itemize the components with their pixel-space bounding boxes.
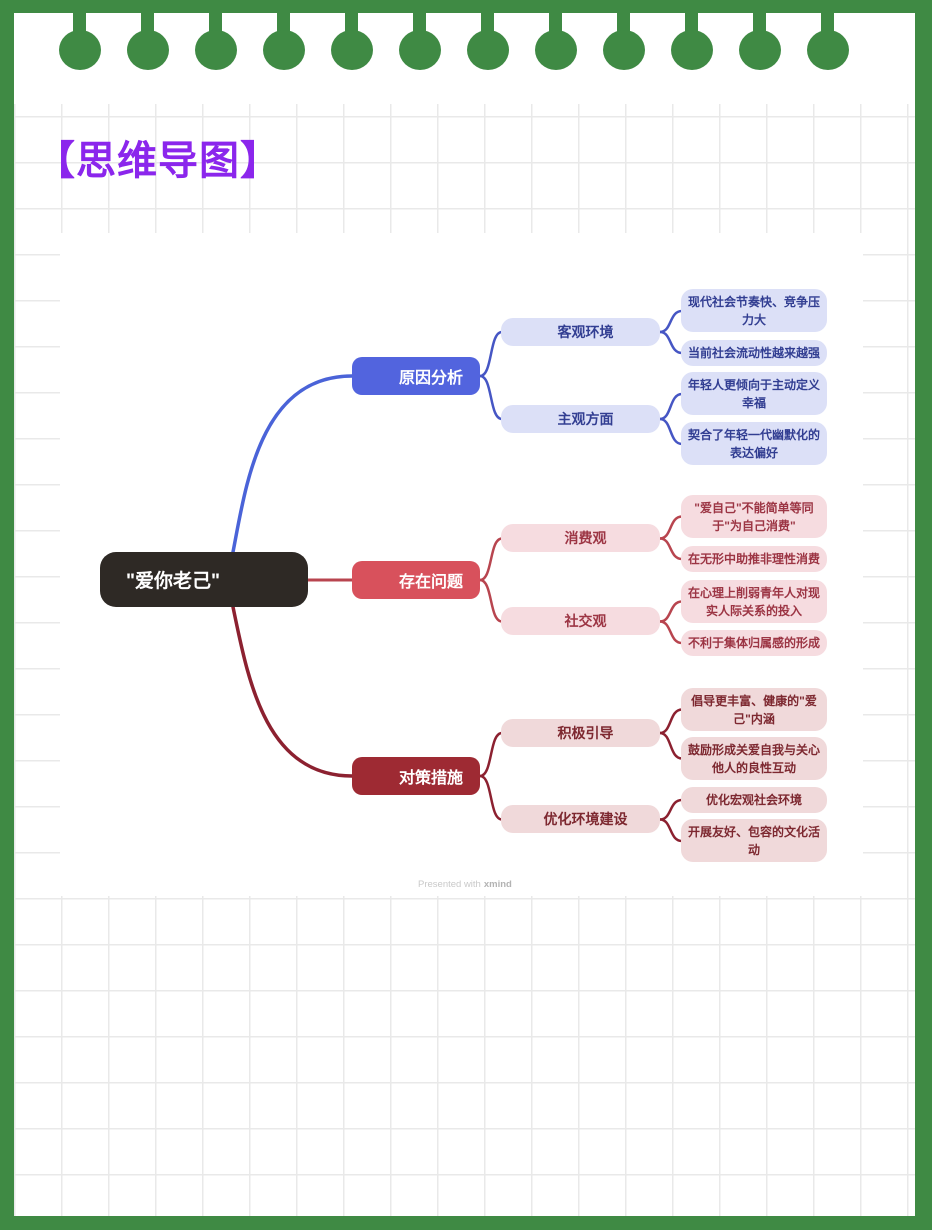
- notebook-border-top: [0, 0, 932, 13]
- branch3-leaf2-node: 鼓励形成关爱自我与关心他人的良性互动: [681, 737, 827, 780]
- branch1-leaf3-node: 年轻人更倾向于主动定义幸福: [681, 372, 827, 415]
- branch2-sub1-node: 消费观: [501, 524, 660, 552]
- mindmap-canvas: "爱你老己" 原因分析 客观环境 主观方面 现代社会节奏快、竞争压力大 当前社会…: [60, 233, 863, 896]
- branch1-sub1-node: 客观环境: [501, 318, 660, 346]
- branch1-leaf2-node: 当前社会流动性越来越强: [681, 340, 827, 366]
- branch2-sub2-node: 社交观: [501, 607, 660, 635]
- notebook-border-bottom: [0, 1216, 932, 1230]
- binder-ring-icon: [127, 11, 169, 75]
- watermark-brand: xmind: [483, 879, 512, 890]
- central-topic-node: "爱你老己": [100, 552, 308, 607]
- binder-ring-icon: [467, 11, 509, 75]
- branch2-leaf2-node: 在无形中助推非理性消费: [681, 546, 827, 572]
- binder-ring-icon: [59, 11, 101, 75]
- branch3-leaf4-node: 开展友好、包容的文化活动: [681, 819, 827, 862]
- branch3-sub2-node: 优化环境建设: [501, 805, 660, 833]
- notebook-border-right: [915, 0, 932, 1230]
- connector-lines: [231, 309, 684, 843]
- binder-rings: [0, 11, 932, 83]
- binder-ring-icon: [195, 11, 237, 75]
- branch2-leaf4-node: 不利于集体归属感的形成: [681, 630, 827, 656]
- binder-ring-icon: [807, 11, 849, 75]
- binder-ring-icon: [671, 11, 713, 75]
- notebook-border-left: [0, 0, 14, 1230]
- binder-ring-icon: [399, 11, 441, 75]
- binder-ring-icon: [535, 11, 577, 75]
- binder-ring-icon: [331, 11, 373, 75]
- branch2-leaf1-node: "爱自己"不能简单等同于"为自己消费": [681, 495, 827, 538]
- branch1-leaf1-node: 现代社会节奏快、竞争压力大: [681, 289, 827, 332]
- branch3-leaf1-node: 倡导更丰富、健康的"爱己"内涵: [681, 688, 827, 731]
- watermark-prefix: Presented with: [418, 879, 481, 890]
- branch1-sub2-node: 主观方面: [501, 405, 660, 433]
- branch2-leaf3-node: 在心理上削弱青年人对现实人际关系的投入: [681, 580, 827, 623]
- page-title: 【思维导图】: [35, 139, 281, 183]
- branch3-node: 对策措施: [352, 757, 480, 795]
- branch3-sub1-node: 积极引导: [501, 719, 660, 747]
- branch1-leaf4-node: 契合了年轻一代幽默化的表达偏好: [681, 422, 827, 465]
- binder-ring-icon: [263, 11, 305, 75]
- binder-ring-icon: [739, 11, 781, 75]
- branch1-node: 原因分析: [352, 357, 480, 395]
- binder-ring-icon: [603, 11, 645, 75]
- branch3-leaf3-node: 优化宏观社会环境: [681, 787, 827, 813]
- branch2-node: 存在问题: [352, 561, 480, 599]
